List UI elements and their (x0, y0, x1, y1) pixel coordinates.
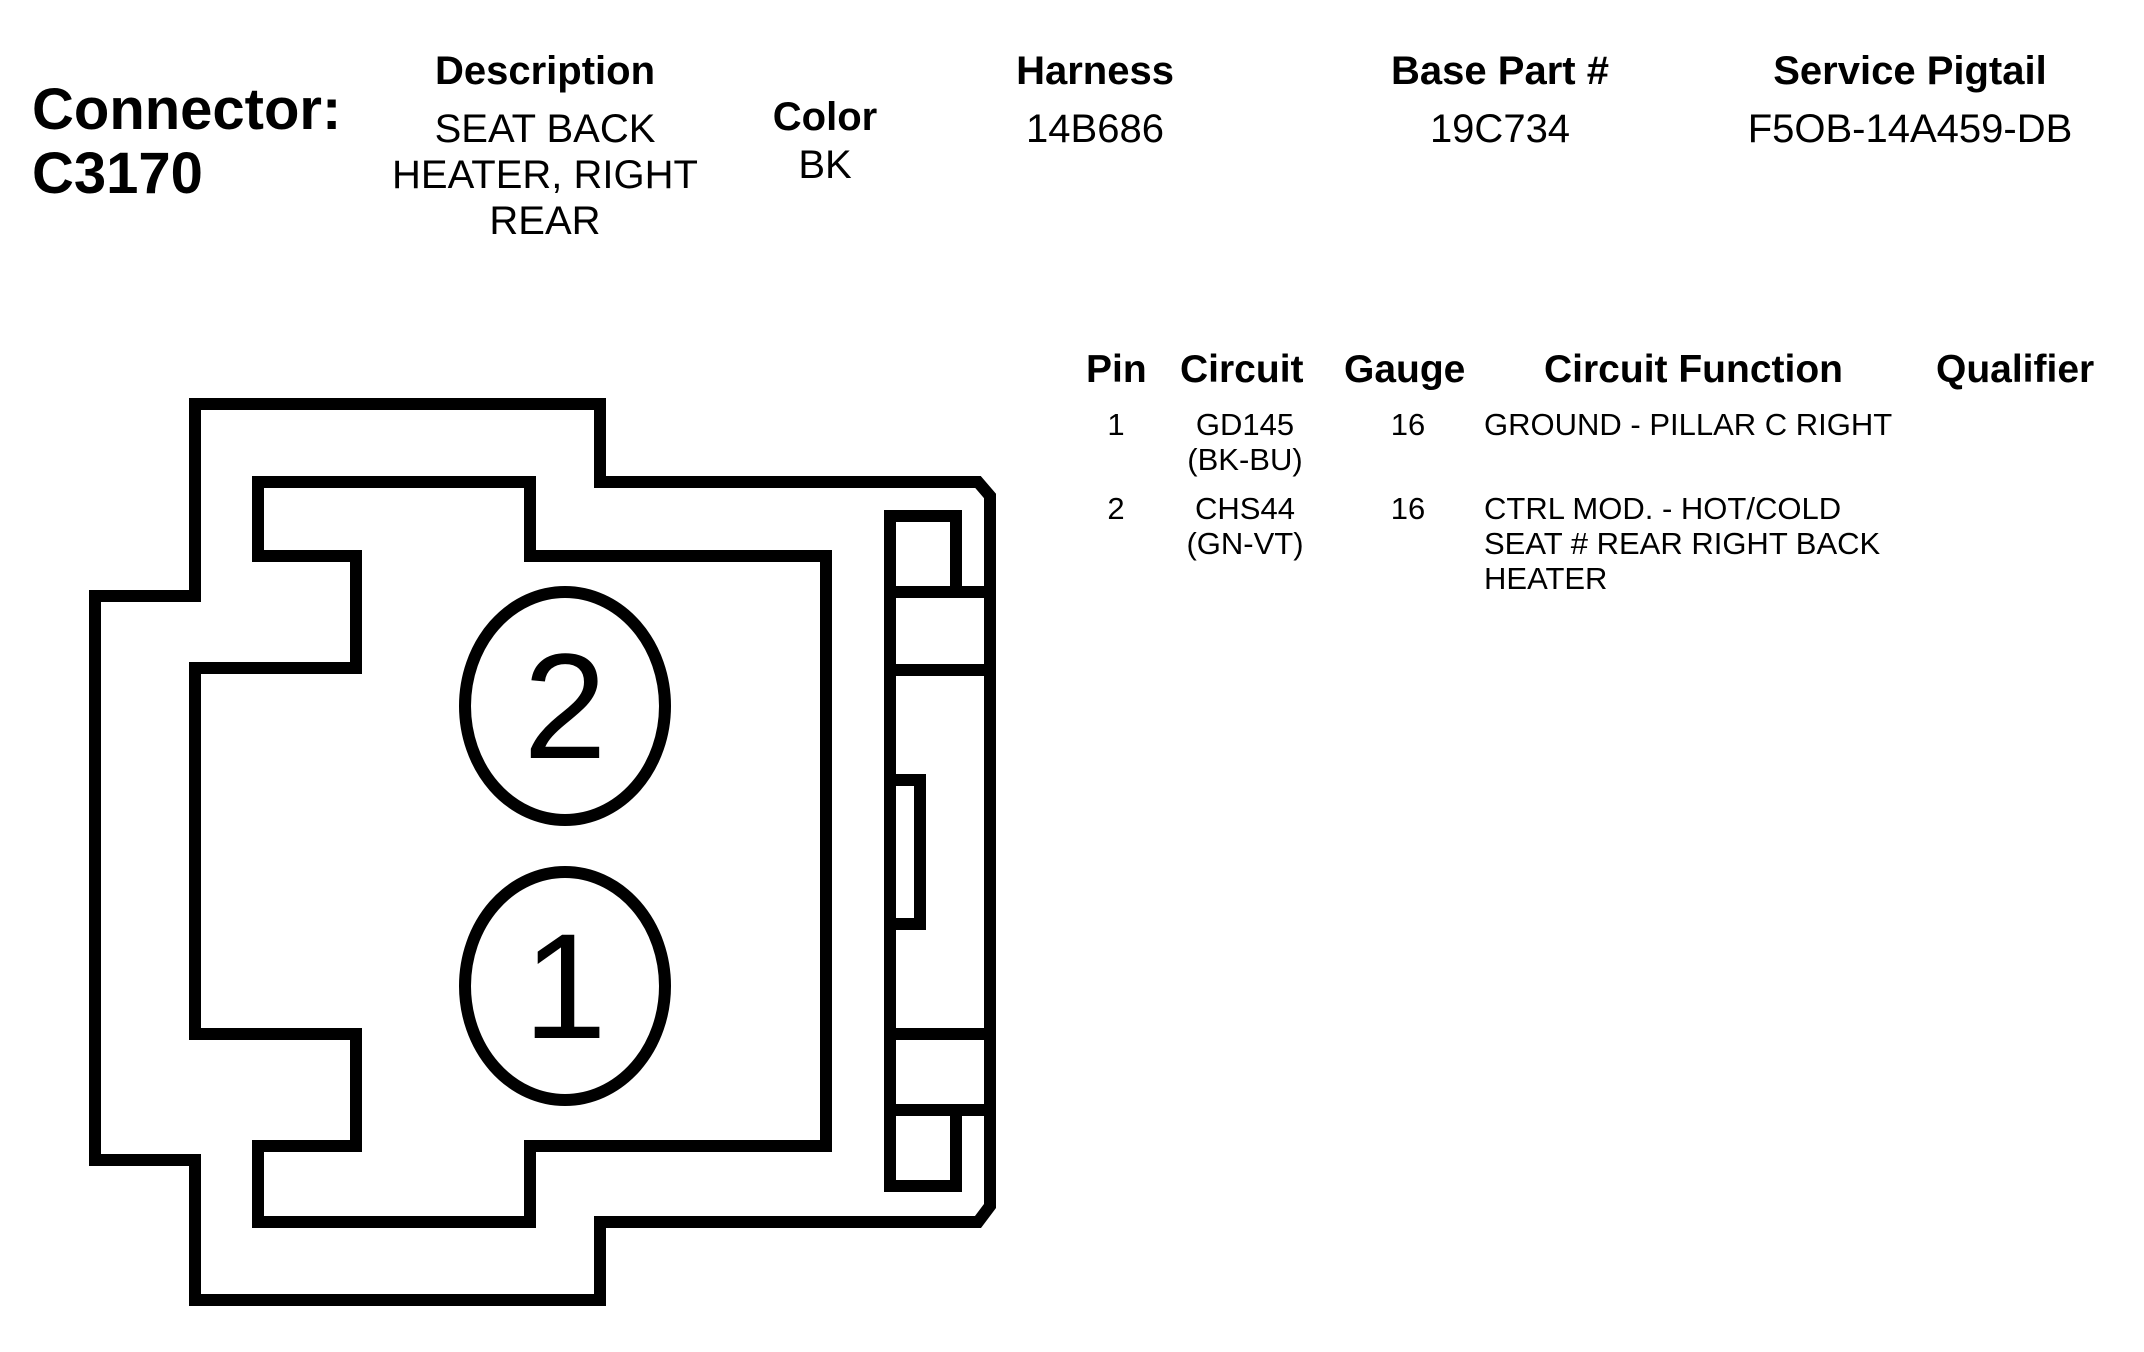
col-header-gauge: Gauge (1344, 348, 1466, 391)
row1-wire-color: (BK-BU) (1187, 442, 1303, 477)
row2-circuit-id: CHS44 (1195, 491, 1295, 526)
latch-rail-upper (884, 510, 962, 598)
latch-rail-lower (884, 1104, 962, 1192)
harness-value: 14B686 (1026, 107, 1164, 151)
connector-title: Connector: C3170 (32, 78, 341, 206)
col-header-qualifier: Qualifier (1936, 348, 2095, 391)
pin-cavity-1 (459, 866, 671, 1106)
description-line: REAR (489, 199, 601, 243)
row1-function-line: GROUND - PILLAR C RIGHT (1484, 407, 1893, 442)
description-value: SEAT BACK HEATER, RIGHT REAR (370, 106, 720, 244)
connector-face-diagram: 2 1 (89, 398, 996, 1306)
col-header-circuit-function: Circuit Function (1544, 348, 1843, 391)
latch-rail-lower-ext (884, 1028, 996, 1116)
service-pigtail-label: Service Pigtail (1773, 49, 2047, 93)
latch-rail-upper-ext (884, 586, 996, 676)
color-block: Color BK (740, 94, 910, 188)
connector-label: Connector: (32, 77, 342, 142)
row1-gauge: 16 (1390, 407, 1426, 442)
description-block: Description SEAT BACK HEATER, RIGHT REAR (370, 48, 720, 244)
pin-label-2: 2 (523, 622, 606, 790)
row2-function: CTRL MOD. - HOT/COLD SEAT # REAR RIGHT B… (1484, 491, 1924, 596)
service-pigtail-value: F5OB-14A459-DB (1747, 107, 2073, 151)
row2-function-line: CTRL MOD. - HOT/COLD (1484, 491, 1842, 526)
pin-label-1: 1 (523, 902, 606, 1070)
row2-pin: 2 (1107, 491, 1125, 526)
connector-outer-housing (89, 398, 996, 1306)
row2-circuit: CHS44 (GN-VT) (1170, 491, 1320, 561)
description-line: SEAT BACK (434, 107, 656, 151)
base-part-label: Base Part # (1391, 49, 1609, 93)
base-part-block: Base Part # 19C734 (1360, 48, 1640, 152)
base-part-value: 19C734 (1429, 107, 1571, 151)
row1-pin: 1 (1107, 407, 1125, 442)
row1-circuit-id: GD145 (1195, 407, 1295, 442)
row2-function-line: SEAT # REAR RIGHT BACK (1484, 526, 1881, 561)
connector-inner-cavity (189, 476, 832, 1228)
latch-tab-middle (884, 774, 926, 930)
row2-wire-color: (GN-VT) (1186, 526, 1304, 561)
color-label: Color (772, 95, 878, 139)
service-pigtail-block: Service Pigtail F5OB-14A459-DB (1720, 48, 2100, 152)
pin-cavity-2 (459, 586, 671, 826)
row1-function: GROUND - PILLAR C RIGHT (1484, 407, 1904, 442)
row2-gauge: 16 (1390, 491, 1426, 526)
description-line: HEATER, RIGHT (392, 153, 698, 197)
row1-circuit: GD145 (BK-BU) (1170, 407, 1320, 477)
description-label: Description (434, 49, 656, 93)
col-header-circuit: Circuit (1180, 348, 1304, 391)
connector-id: C3170 (32, 141, 203, 206)
harness-label: Harness (1016, 49, 1174, 93)
color-value: BK (798, 143, 852, 187)
row2-function-line: HEATER (1484, 561, 1608, 596)
harness-block: Harness 14B686 (980, 48, 1210, 152)
col-header-pin: Pin (1086, 348, 1147, 391)
